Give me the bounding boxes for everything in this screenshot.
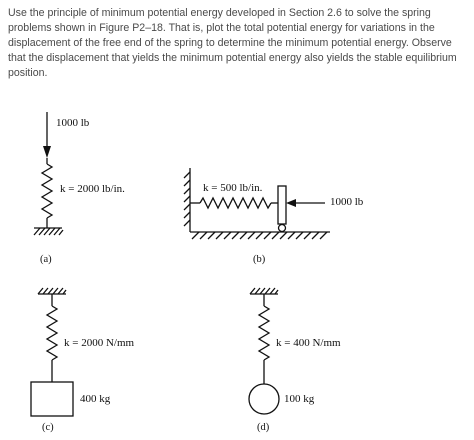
stiffness-label-a: k = 2000 lb/in. [60, 183, 125, 195]
stiffness-label-c: k = 2000 N/mm [64, 337, 135, 349]
spring-a [40, 163, 54, 219]
mass-sphere-d [248, 383, 280, 415]
spring-c [45, 305, 59, 361]
spring-b [199, 196, 272, 210]
stiffness-label-d: k = 400 N/mm [276, 337, 341, 349]
caption-b: (b) [253, 254, 266, 265]
ceiling-hatch-c [37, 287, 67, 295]
caption-a: (a) [40, 254, 52, 265]
roller-b [277, 223, 287, 233]
wall-hatch-b [183, 171, 191, 227]
arrowhead-b [286, 199, 296, 207]
spring-d [257, 305, 271, 361]
figure-a: 1000 lb k = 2000 lb/in. (a) [33, 112, 125, 265]
mass-label-d: 100 kg [284, 393, 315, 405]
ceiling-hatch-d [249, 287, 279, 295]
force-label-b: 1000 lb [330, 196, 364, 208]
caption-c: (c) [42, 422, 54, 433]
plate-b [277, 185, 287, 225]
problem-statement: Use the principle of minimum potential e… [8, 7, 457, 79]
figure-c: k = 2000 N/mm 400 kg (c) [30, 287, 135, 433]
caption-d: (d) [257, 422, 270, 433]
ground-hatch-a [33, 227, 64, 236]
figure-d: k = 400 N/mm 100 kg (d) [248, 287, 341, 433]
mass-label-c: 400 kg [80, 393, 111, 405]
figure-b: 1000 lb k = 500 lb/in. (b) [183, 168, 364, 265]
force-label-a: 1000 lb [56, 117, 90, 129]
mass-block-c [30, 381, 74, 417]
floor-hatch-b [191, 231, 328, 240]
stiffness-label-b: k = 500 lb/in. [203, 182, 263, 194]
arrowhead-a [43, 146, 51, 158]
